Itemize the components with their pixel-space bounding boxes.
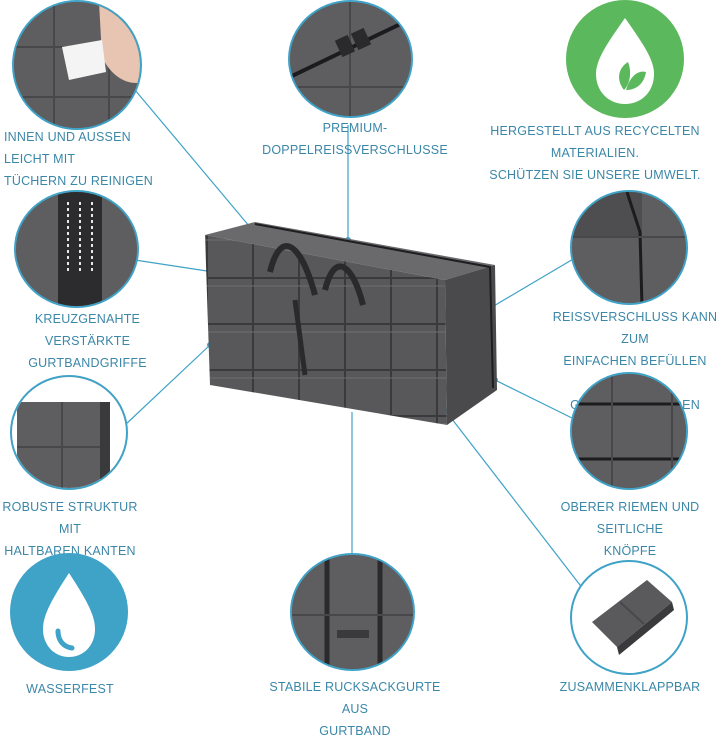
top-strap-icon bbox=[572, 374, 686, 488]
opening-feature-image bbox=[570, 190, 688, 305]
straps-caption: OBERER RIEMEN UND SEITLICHE KNÖPFE bbox=[560, 500, 700, 558]
foldable-caption: ZUSAMMENKLAPPBAR bbox=[559, 680, 701, 694]
storage-bag-image bbox=[205, 222, 497, 425]
backpack-feature-image bbox=[290, 553, 415, 671]
open-zipper-icon bbox=[572, 192, 686, 303]
clean-feature-image bbox=[12, 0, 142, 130]
structure-feature-image bbox=[10, 375, 128, 490]
recycled-caption: HERGESTELLT AUS RECYCELTEN MATERIALIEN. … bbox=[489, 124, 701, 182]
double-zipper-icon bbox=[290, 2, 411, 116]
webbing-handle-icon bbox=[16, 192, 137, 306]
folded-bag-icon bbox=[592, 580, 674, 655]
zipper-caption: PREMIUM-DOPPELREISSVERSCHLUSSE bbox=[262, 121, 448, 157]
eco-drop-icon bbox=[596, 18, 654, 104]
structure-caption: ROBUSTE STRUKTUR MIT HALTBAREN KANTEN bbox=[2, 500, 138, 558]
foldable-feature-image bbox=[570, 560, 688, 675]
waterproof-caption: WASSERFEST bbox=[26, 682, 114, 696]
handles-caption: KREUZGENAHTE VERSTÄRKTE GURTBANDGRIFFE bbox=[28, 312, 147, 370]
handles-feature-image bbox=[14, 190, 139, 308]
waterproof-feature-image bbox=[10, 553, 128, 671]
straps-feature-image bbox=[570, 372, 688, 490]
wipe-cloth-icon bbox=[14, 2, 140, 128]
sturdy-edge-icon bbox=[12, 377, 126, 488]
backpack-caption: STABILE RUCKSACKGURTE AUS GURTBAND bbox=[269, 680, 441, 738]
zipper-feature-image bbox=[288, 0, 413, 118]
backpack-strap-icon bbox=[292, 555, 413, 669]
clean-caption: INNEN UND AUSSEN LEICHT MIT TÜCHERN ZU R… bbox=[4, 130, 153, 188]
recycled-feature-image bbox=[566, 0, 684, 118]
water-drop-icon bbox=[43, 573, 95, 657]
